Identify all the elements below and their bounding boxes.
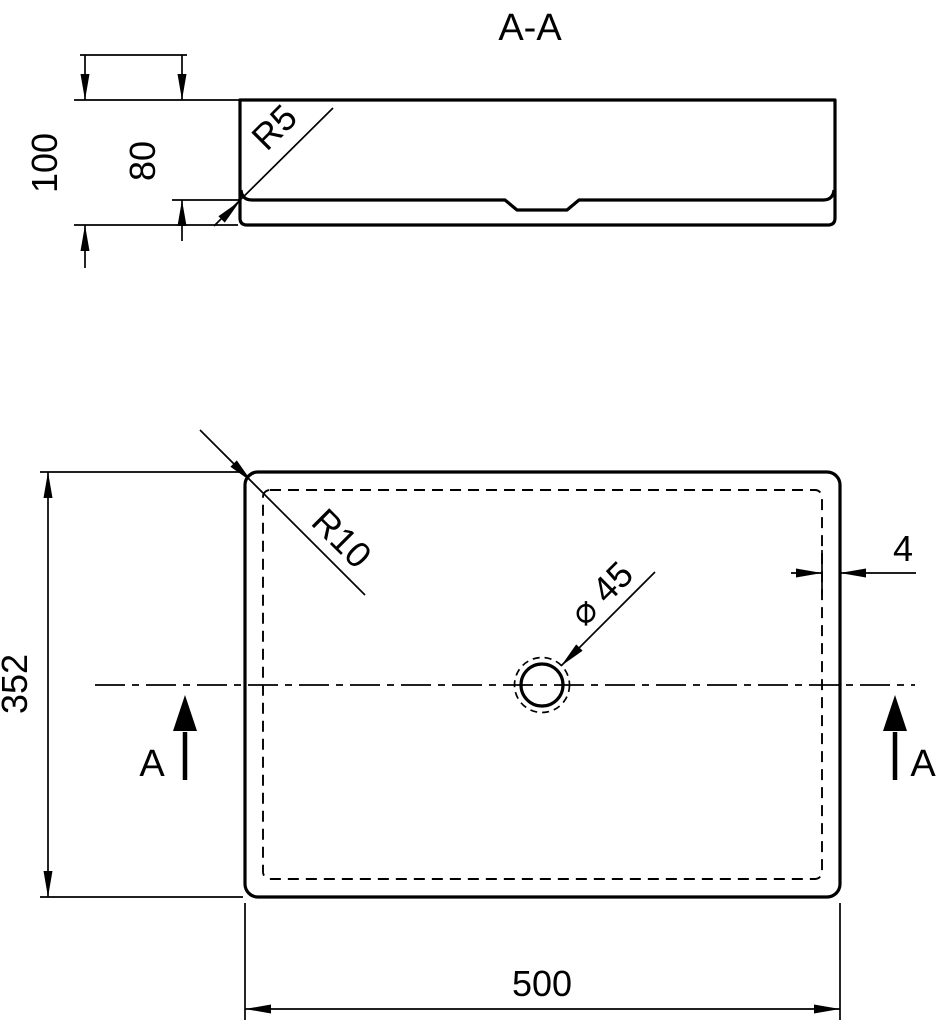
dim-352-label: 352 [0, 654, 35, 714]
basin-plan-outline [243, 470, 842, 899]
dim-100-label: 100 [24, 133, 65, 193]
section-arrow-left-head [173, 695, 197, 731]
drain-hole-dashed-circle [513, 656, 571, 714]
section-arrow-right-head [883, 695, 907, 731]
dim-4-arrow-right [840, 568, 866, 578]
dim-80-arrow-top [177, 74, 187, 100]
basin-section-inner-bottom [239, 189, 836, 212]
section-arrow-right-label: A [910, 743, 936, 785]
dim-352-arrow-top [43, 472, 53, 498]
dim-100-arrow-bottom [80, 225, 90, 251]
r5-label: R5 [243, 96, 305, 158]
basin-section-outline [238, 98, 837, 227]
drain-diameter-label: ⌀ 45 [561, 553, 641, 633]
dim-4-arrow-left [796, 568, 822, 578]
section-arrow-right: A [883, 695, 936, 785]
r10-leader-line [199, 429, 366, 596]
section-arrow-left-label: A [139, 743, 165, 785]
r10-label: R10 [304, 500, 380, 576]
plan-view: R10 ⌀ 45 4 352 500 A [0, 429, 936, 1020]
dim-100-arrow-top [80, 74, 90, 100]
dim-80-label: 80 [122, 141, 163, 181]
section-arrow-left: A [139, 695, 197, 785]
r5-leader-arrow [218, 201, 240, 223]
dim-352-arrow-bottom [43, 871, 53, 897]
dim-500-label: 500 [512, 963, 572, 1004]
drain-hole-circle [519, 662, 565, 708]
dim-4-label: 4 [893, 528, 913, 569]
section-view: A-A 100 80 R5 [24, 7, 837, 268]
section-view-title: A-A [498, 7, 562, 49]
dim-500-arrow-left [245, 1004, 271, 1014]
drain-diameter-leader-arrow [561, 644, 583, 666]
dim-500-arrow-right [814, 1004, 840, 1014]
dim-80-arrow-bottom [177, 200, 187, 226]
